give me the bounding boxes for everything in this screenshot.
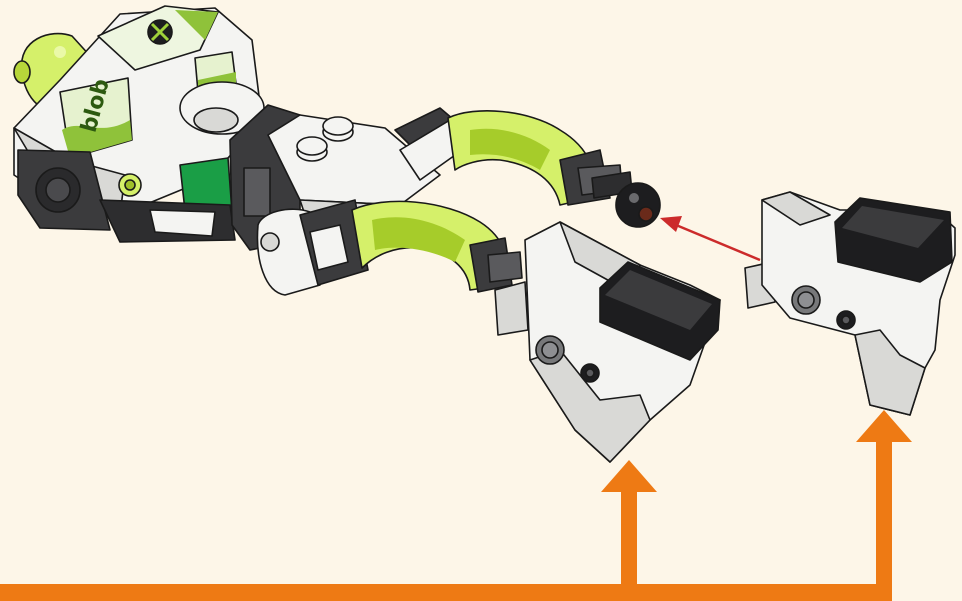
upper-arm bbox=[395, 108, 632, 205]
attached-blade-piece bbox=[495, 222, 720, 462]
vehicle-model: blob bbox=[14, 6, 264, 242]
callout-stem-right bbox=[876, 438, 892, 588]
omnitrix-emblem-icon bbox=[148, 20, 172, 44]
callout-arrowhead-left bbox=[601, 460, 657, 492]
callout-arrow-icon bbox=[0, 410, 912, 601]
callout-arrowhead-right bbox=[856, 410, 912, 442]
callout-stem-left bbox=[621, 488, 637, 588]
lower-arm bbox=[257, 200, 522, 295]
attach-direction-arrow-icon bbox=[660, 216, 760, 260]
ball-joint bbox=[616, 183, 660, 227]
callout-baseline bbox=[0, 584, 892, 601]
separate-blade-piece bbox=[745, 192, 955, 415]
